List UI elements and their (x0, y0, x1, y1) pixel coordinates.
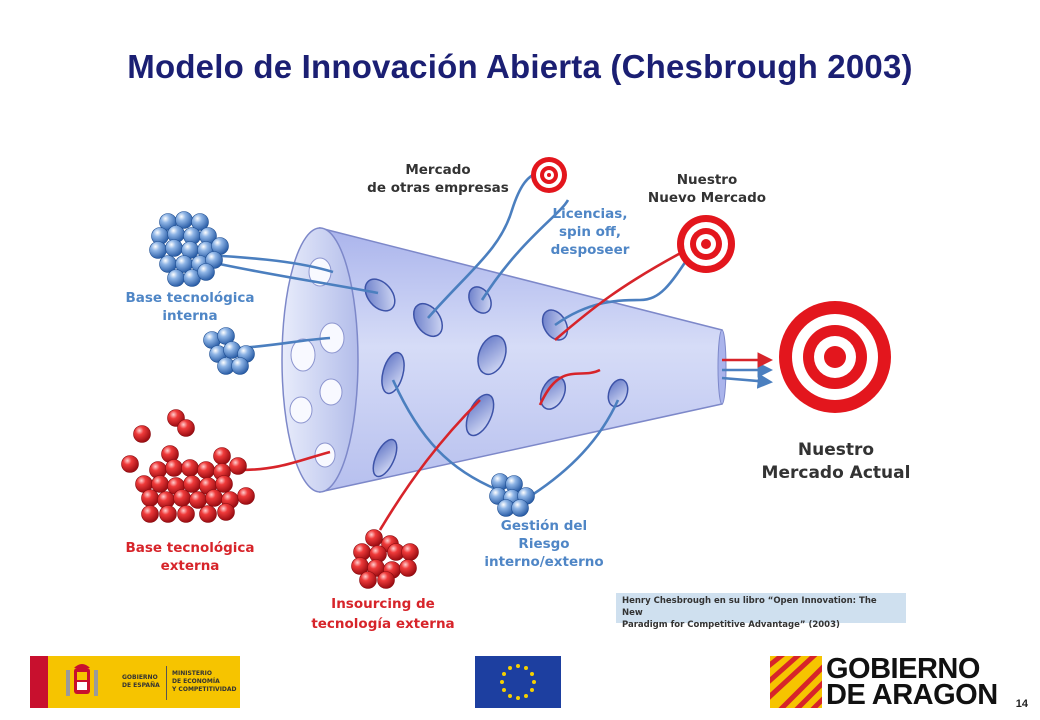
page-number: 14 (1015, 698, 1028, 710)
logo-text-economia: DE ECONOMÍA (172, 678, 220, 685)
gobierno-espana-logo: GOBIERNO DE ESPAÑA MINISTERIO DE ECONOMÍ… (30, 656, 240, 708)
funnel (281, 227, 727, 493)
spain-coat-of-arms-icon (66, 664, 98, 696)
insourcing-cluster (351, 529, 419, 589)
label-gestion-1: Gestión del (501, 518, 587, 534)
label-insourcing-2: tecnología externa (311, 616, 454, 632)
label-nuevo-mercado-1: Nuestro (677, 172, 738, 188)
label-mercado-actual-2: Mercado Actual (762, 463, 911, 483)
page-title: Modelo de Innovación Abierta (Chesbrough… (127, 48, 913, 85)
logo-text-gobierno: GOBIERNO (122, 674, 158, 681)
label-base-interna-1: Base tecnológica (125, 290, 254, 306)
funnel-mouth-holes (289, 257, 345, 468)
label-gestion-3: interno/externo (484, 554, 603, 570)
eu-flag-icon (475, 656, 561, 708)
label-gestion-2: Riesgo (518, 536, 569, 552)
blue-flow-lines (204, 170, 774, 497)
label-mercado-actual-1: Nuestro (798, 440, 874, 460)
logo-text-de-espana: DE ESPAÑA (122, 682, 160, 689)
logo-text-competitividad: Y COMPETITIVIDAD (172, 686, 237, 693)
citation-box: Henry Chesbrough en su libro “Open Innov… (616, 593, 906, 630)
aragon-flag-icon (770, 656, 822, 708)
red-flow-lines (239, 246, 774, 531)
label-mercado-otras-1: Mercado (405, 162, 470, 178)
small-blue-cluster (203, 327, 255, 375)
target-icon (677, 215, 735, 273)
target-icon (531, 157, 567, 193)
logo-text-aragon-de-aragon: DE ARAGON (826, 679, 998, 711)
label-base-interna-2: interna (162, 308, 217, 324)
gobierno-aragon-logo: GOBIERNO DE ARAGON (770, 654, 1010, 710)
diagram-labels: Mercado de otras empresas Licencias, spi… (125, 162, 910, 632)
funnel-body-holes (364, 278, 629, 478)
gestion-riesgo-cluster (489, 473, 535, 517)
label-nuevo-mercado-2: Nuevo Mercado (648, 190, 766, 206)
base-tecnologica-interna-cluster (149, 211, 229, 287)
label-licencias-3: desposeer (551, 242, 630, 258)
label-base-externa-1: Base tecnológica (125, 540, 254, 556)
logo-text-ministerio: MINISTERIO (172, 670, 212, 677)
spain-flag-icon (30, 656, 48, 708)
citation-line-2: Paradigm for Competitive Advantage” (200… (622, 620, 840, 630)
base-tecnologica-externa-cluster (121, 409, 255, 523)
target-icon (779, 301, 891, 413)
label-mercado-otras-2: de otras empresas (367, 180, 509, 196)
logo-text-aragon-gobierno: GOBIERNO (826, 653, 980, 685)
label-insourcing-1: Insourcing de (331, 596, 435, 612)
citation-line-1: Henry Chesbrough en su libro “Open Innov… (622, 596, 877, 618)
label-base-externa-2: externa (161, 558, 220, 574)
label-licencias-1: Licencias, (553, 206, 628, 222)
label-licencias-2: spin off, (559, 224, 621, 240)
